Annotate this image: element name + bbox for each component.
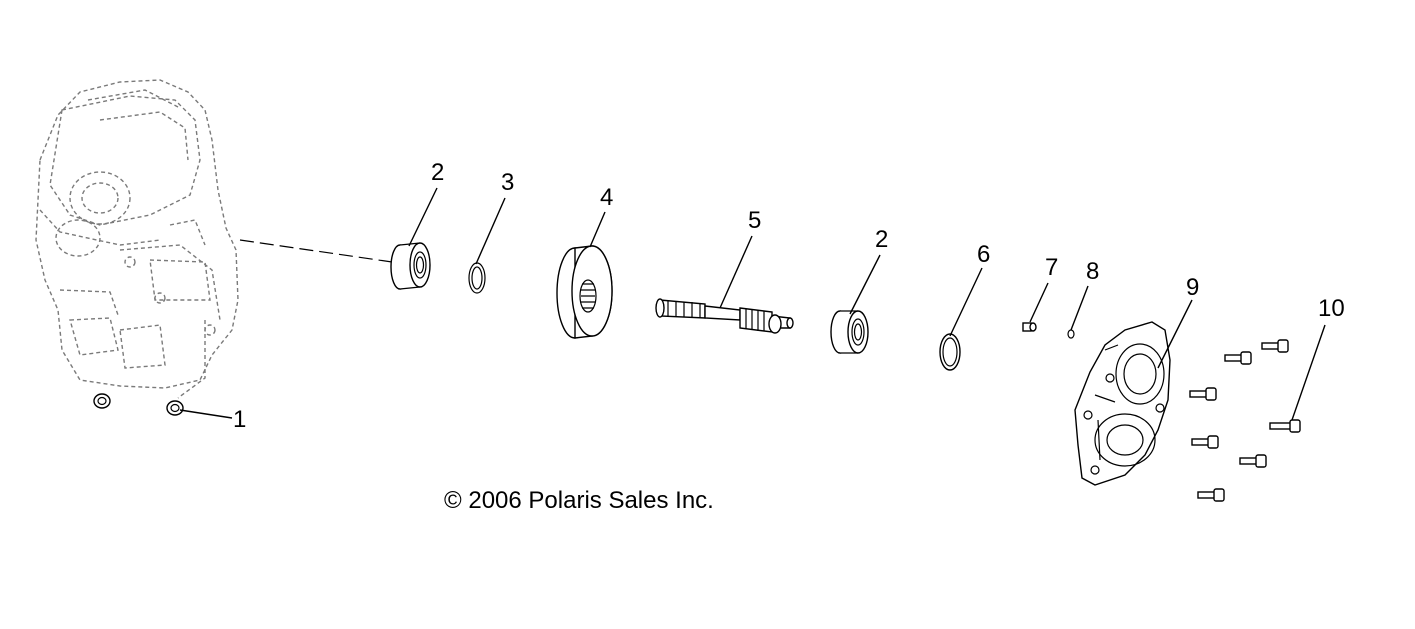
bolts-part-10 (1189, 339, 1301, 502)
bolt (1224, 351, 1252, 365)
leader-lines (179, 187, 1326, 421)
bolt (1269, 419, 1301, 433)
bearing-part-2 (390, 242, 431, 290)
transmission-housing (35, 79, 239, 399)
pin-part-7 (1022, 322, 1037, 332)
callout-7: 7 (1045, 254, 1058, 281)
callout-2: 2 (431, 159, 444, 186)
copyright-notice: © 2006 Polaris Sales Inc. (444, 487, 714, 515)
callout-5: 5 (748, 207, 761, 234)
nut-part-1 (166, 400, 184, 416)
copyright-text: 2006 Polaris Sales Inc. (461, 487, 714, 514)
copyright-symbol: © (444, 487, 462, 514)
nut-left (93, 393, 111, 409)
shaft-part-5 (655, 298, 794, 334)
callout-2-second: 2 (875, 226, 888, 253)
ring-part-3 (468, 262, 486, 294)
bolt (1189, 387, 1217, 401)
cover-part-9 (1074, 321, 1171, 486)
callout-9: 9 (1186, 274, 1199, 301)
callout-4: 4 (600, 184, 613, 211)
callout-6: 6 (977, 241, 990, 268)
gear-part-4 (556, 245, 613, 339)
washer-part-6 (939, 333, 961, 371)
bearing-part-2-second (830, 310, 869, 354)
clip-part-8 (1067, 329, 1075, 339)
callout-8: 8 (1086, 258, 1099, 285)
callout-10: 10 (1318, 295, 1345, 322)
shaft-centerline (239, 239, 393, 263)
bolt (1239, 454, 1267, 468)
callout-1: 1 (233, 406, 246, 433)
bolt (1197, 488, 1225, 502)
bolt (1191, 435, 1219, 449)
bolt (1261, 339, 1289, 353)
callout-3: 3 (501, 169, 514, 196)
